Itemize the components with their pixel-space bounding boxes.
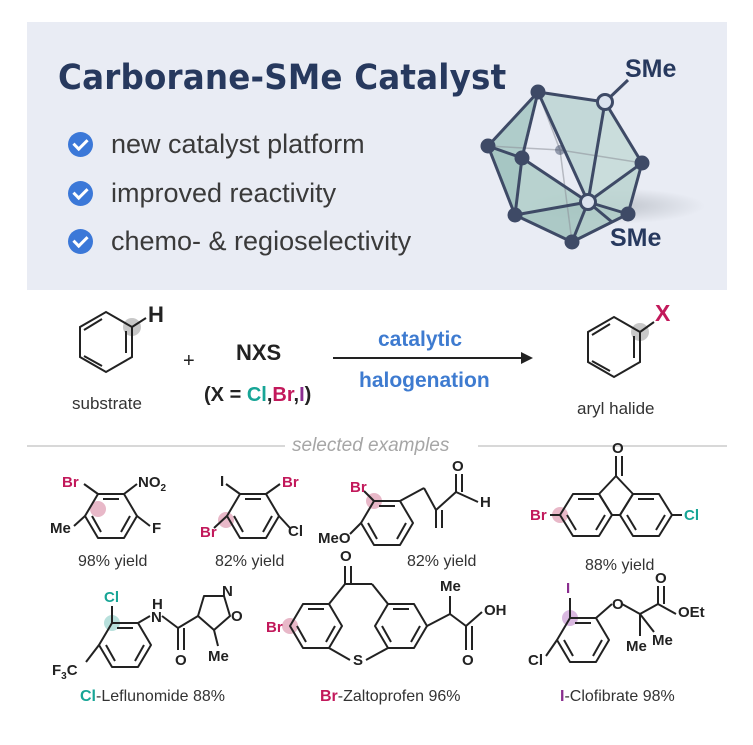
example-7-structure — [545, 586, 677, 663]
bullet-item: new catalyst platform — [68, 127, 365, 161]
ex3-atom: O — [452, 458, 464, 475]
ex4-caption: 88% yield — [585, 557, 655, 574]
check-circle-icon — [68, 180, 93, 206]
bullet-item: improved reactivity — [68, 176, 336, 210]
ex3-atom: Br — [350, 479, 367, 496]
reagent-nxs: NXS — [236, 340, 282, 365]
ex1-atom: NO2 — [138, 474, 167, 494]
ex3-atom: MeO — [318, 530, 351, 547]
substrate-atom-h: H — [148, 302, 164, 327]
plus-sign: + — [183, 350, 195, 372]
ex3-caption: 82% yield — [407, 553, 477, 570]
reaction-arrow — [333, 352, 533, 364]
ex5-atom: O — [231, 608, 243, 625]
ex7-caption: I-Clofibrate 98% — [560, 688, 675, 705]
ex7-atom: Me — [626, 638, 647, 655]
ex6-atom: Me — [440, 578, 461, 595]
example-1-structure — [73, 483, 151, 539]
ex5-atom: N — [222, 583, 233, 600]
ex6-atom: Br — [266, 619, 283, 636]
ex2-atom: Cl — [288, 523, 303, 540]
ex2-atom: I — [220, 473, 225, 490]
example-4-structure — [550, 456, 682, 537]
ex6-atom: OH — [484, 602, 507, 619]
ex4-atom: O — [612, 440, 624, 457]
examples-heading: selected examples — [292, 435, 450, 456]
ex4-atom: Cl — [684, 507, 699, 524]
substrate-label: substrate — [72, 394, 142, 413]
example-5-structure — [85, 595, 231, 668]
ex5-atom: Me — [208, 648, 229, 665]
ex7-atom: I — [566, 580, 571, 597]
ex2-atom: Br — [200, 524, 217, 541]
product-benzene-icon — [587, 315, 655, 379]
product-label: aryl halide — [577, 399, 655, 418]
ex1-atom: Me — [50, 520, 71, 537]
ex7-atom: OEt — [678, 604, 705, 621]
ex5-atom: O — [175, 652, 187, 669]
arrow-label-halogenation: halogenation — [359, 369, 490, 392]
ex5-atom: H — [152, 596, 163, 613]
ex7-atom: Cl — [528, 652, 543, 669]
ex4-atom: Br — [530, 507, 547, 524]
ex1-atom: Br — [62, 474, 79, 491]
example-3-structure — [349, 474, 479, 546]
check-circle-icon — [68, 228, 93, 254]
product-atom-x: X — [655, 300, 671, 326]
ex6-caption: Br-Zaltoprofen 96% — [320, 688, 461, 705]
sme-label-top: SMe — [625, 55, 677, 83]
substrate-benzene-icon — [79, 310, 147, 374]
ex2-atom: Br — [282, 474, 299, 491]
bullet-item: chemo- & regioselectivity — [68, 224, 411, 258]
ex7-atom: O — [612, 596, 624, 613]
ex6-atom: O — [340, 548, 352, 565]
sme-label-bottom: SMe — [610, 224, 662, 252]
ex5-caption: Cl-Leflunomide 88% — [80, 688, 225, 705]
ex2-caption: 82% yield — [215, 553, 285, 570]
ex5-atom: F3C — [52, 662, 78, 682]
ex1-atom: F — [152, 520, 162, 537]
bullet-text: chemo- & regioselectivity — [111, 225, 412, 256]
page-title: Carborane-SMe Catalyst — [58, 58, 507, 98]
ex5-atom: Cl — [104, 589, 119, 606]
ex1-caption: 98% yield — [78, 553, 148, 570]
example-6-structure — [282, 566, 483, 661]
ex6-atom: S — [353, 652, 364, 669]
arrow-label-catalytic: catalytic — [378, 328, 463, 351]
x-definition: (X = Cl,Br,I) — [204, 384, 312, 406]
bullet-text: improved reactivity — [111, 177, 337, 208]
ex7-atom: Me — [652, 632, 673, 649]
ex6-atom: O — [462, 652, 474, 669]
ex3-atom: H — [480, 494, 491, 511]
ex7-atom: O — [655, 570, 667, 587]
example-2-structure — [213, 483, 291, 539]
check-circle-icon — [68, 131, 93, 157]
bullet-text: new catalyst platform — [111, 128, 365, 159]
ex5-atom: N — [151, 609, 162, 626]
